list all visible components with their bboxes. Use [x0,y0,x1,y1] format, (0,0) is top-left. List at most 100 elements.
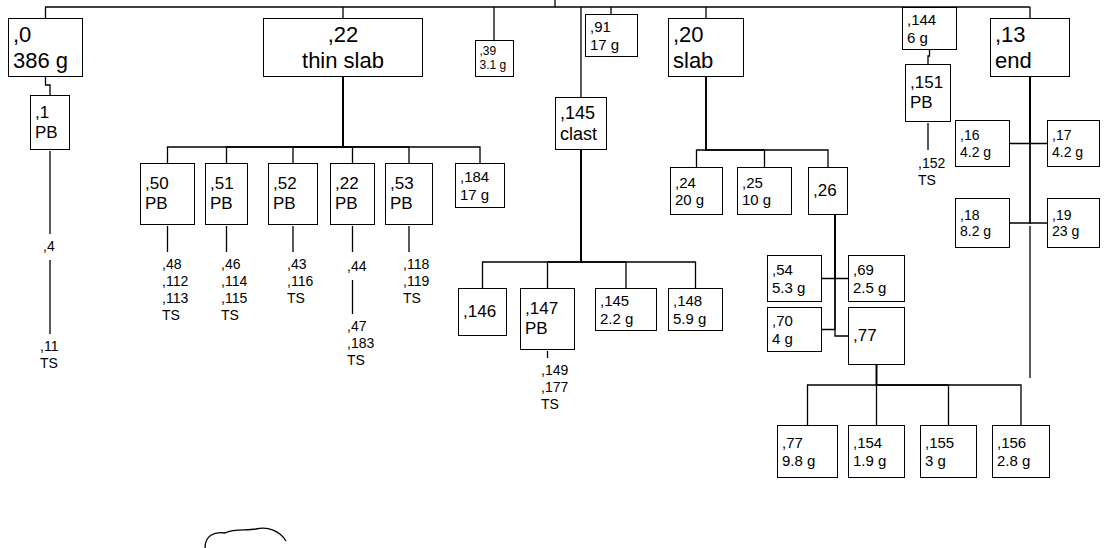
sample-box: ,692.5 g [848,255,905,302]
box-text: 10 g [742,191,771,208]
box-text: ,184 [460,168,489,185]
drop-line [610,7,611,14]
box-text: ,26 [813,181,837,201]
sample-box: ,393.1 g [475,40,514,77]
drop-line [705,7,706,18]
box-text: thin slab [302,48,384,73]
sample-box: ,145clast [555,97,607,150]
leader-line [352,226,353,252]
box-text: 4 g [772,330,793,347]
subsample-number: ,4 [43,238,55,255]
box-text: 2.2 g [600,310,633,327]
sample-box: ,13end [990,18,1070,77]
sample-box: ,20slab [668,18,744,77]
box-text: 386 g [13,48,68,73]
box-text: ,18 [960,207,979,223]
subsample-number: ,44 [347,258,366,275]
box-text: ,39 [480,45,497,59]
box-text: ,144 [907,11,936,28]
leader-line [49,151,50,234]
sample-box: ,1562.8 g [992,425,1050,478]
parent-stub [554,0,555,7]
box-text: 9.8 g [782,452,815,469]
split-line [928,50,930,64]
box-text: 5.9 g [673,310,706,327]
trunk-extension [1029,226,1030,378]
sample-box: ,1PB [30,95,70,150]
sample-box: ,1446 g [902,7,957,50]
box-text: ,24 [675,174,696,191]
split-line [697,77,707,167]
split-line [293,77,343,163]
drop-line [580,7,581,97]
box-text: 3 g [925,452,946,469]
sample-box: ,174.2 g [1047,120,1100,167]
box-text: PB [390,194,413,214]
box-text: ,22 [335,174,359,194]
box-text: ,70 [772,312,793,329]
box-text: ,147 [525,299,558,319]
split-line [822,215,835,330]
sample-box: ,1553 g [920,425,977,478]
sample-box: ,146 [458,288,507,336]
sample-box: ,2420 g [670,167,723,215]
split-line [877,365,1022,425]
sample-box: ,1541.9 g [848,425,905,478]
sample-box: ,9117 g [585,14,638,57]
box-text: 5.3 g [772,279,805,296]
box-text: PB [335,194,358,214]
box-text: ,145 [600,292,629,309]
box-text: ,50 [145,174,169,194]
box-text: ,145 [560,103,595,124]
drop-line [493,7,494,40]
box-text: ,52 [273,174,297,194]
box-text: ,53 [390,174,414,194]
box-text: slab [673,48,713,73]
sample-box: ,147PB [520,288,575,350]
box-text: ,22 [328,22,359,47]
box-text: ,54 [772,261,793,278]
split-line [1010,77,1030,144]
leader-line [226,226,227,252]
box-text: PB [273,194,296,214]
box-text: ,51 [210,174,234,194]
sample-box: ,51PB [205,163,248,225]
box-text: ,146 [463,302,496,322]
box-text: ,20 [673,22,704,47]
sample-box: ,188.2 g [955,198,1010,248]
split-line [227,77,344,163]
box-text: PB [210,194,233,214]
box-text: 2.5 g [853,279,886,296]
box-text: ,77 [782,434,803,451]
subsample-number: ,43 ,116 TS [287,256,313,307]
box-text: ,77 [853,326,877,346]
box-text: ,69 [853,261,874,278]
drop-line [342,7,343,18]
split-line [1010,77,1030,223]
box-text: ,1 [35,103,49,123]
box-text: 17 g [460,186,489,203]
box-text: 3.1 g [480,59,507,73]
split-line [46,77,51,95]
box-text: 23 g [1052,223,1079,239]
subsample-number: ,47 ,183 TS [347,318,374,369]
subsample-number: ,152 TS [918,155,945,189]
sample-box: ,2510 g [737,167,792,215]
split-line [581,150,626,288]
box-text: 6 g [907,29,928,46]
sample-box: ,1452.2 g [595,288,657,331]
sample-box: ,0386 g [8,18,83,77]
split-line [877,365,949,425]
split-line [808,365,877,425]
box-text: ,91 [590,18,611,35]
split-line [168,77,344,163]
box-text: ,148 [673,292,702,309]
box-text: ,16 [960,127,979,143]
box-text: ,13 [995,22,1026,47]
box-text: ,156 [997,434,1026,451]
box-text: end [995,48,1032,73]
box-text: 4.2 g [1052,144,1083,160]
leader-line [547,351,548,358]
sample-box: ,52PB [268,163,318,225]
